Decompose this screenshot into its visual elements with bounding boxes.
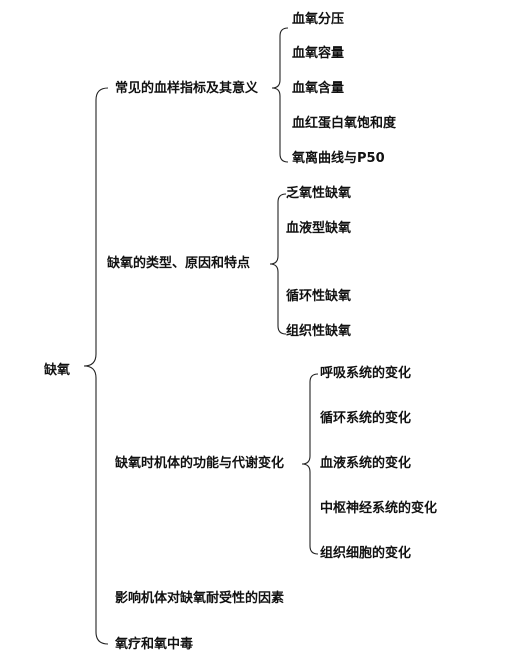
group-3-label: 缺氧时机体的功能与代谢变化 bbox=[115, 456, 285, 471]
group1-bracket bbox=[271, 27, 289, 163]
group-1-item-3: 血氧含量 bbox=[292, 81, 345, 96]
group-1-label: 常见的血样指标及其意义 bbox=[115, 81, 259, 96]
group-2-item-1: 乏氧性缺氧 bbox=[286, 186, 352, 201]
group-1-item-4: 血红蛋白氧饱和度 bbox=[292, 116, 397, 131]
group3-bracket bbox=[301, 373, 319, 555]
group2-bracket bbox=[269, 193, 287, 335]
group-1-item-5: 氧离曲线与P50 bbox=[292, 151, 385, 166]
group-5-label: 氧疗和氧中毒 bbox=[115, 637, 194, 652]
group-2-label: 缺氧的类型、原因和特点 bbox=[107, 256, 251, 271]
group-1-item-2: 血氧容量 bbox=[292, 46, 345, 61]
group-3-item-2: 循环系统的变化 bbox=[320, 411, 412, 426]
group-4-label: 影响机体对缺氧耐受性的因素 bbox=[115, 591, 285, 606]
group-2-item-3: 循环性缺氧 bbox=[286, 289, 352, 304]
group-1-item-1: 血氧分压 bbox=[292, 12, 345, 27]
group-3-item-1: 呼吸系统的变化 bbox=[320, 366, 412, 381]
group-2-item-2: 血液型缺氧 bbox=[286, 221, 352, 236]
root-label: 缺氧 bbox=[44, 363, 71, 378]
group-2-item-4: 组织性缺氧 bbox=[286, 324, 352, 339]
group-3-item-5: 组织细胞的变化 bbox=[320, 546, 412, 561]
root-bracket bbox=[83, 87, 109, 645]
group-3-item-3: 血液系统的变化 bbox=[320, 456, 412, 471]
group-3-item-4: 中枢神经系统的变化 bbox=[320, 501, 438, 516]
